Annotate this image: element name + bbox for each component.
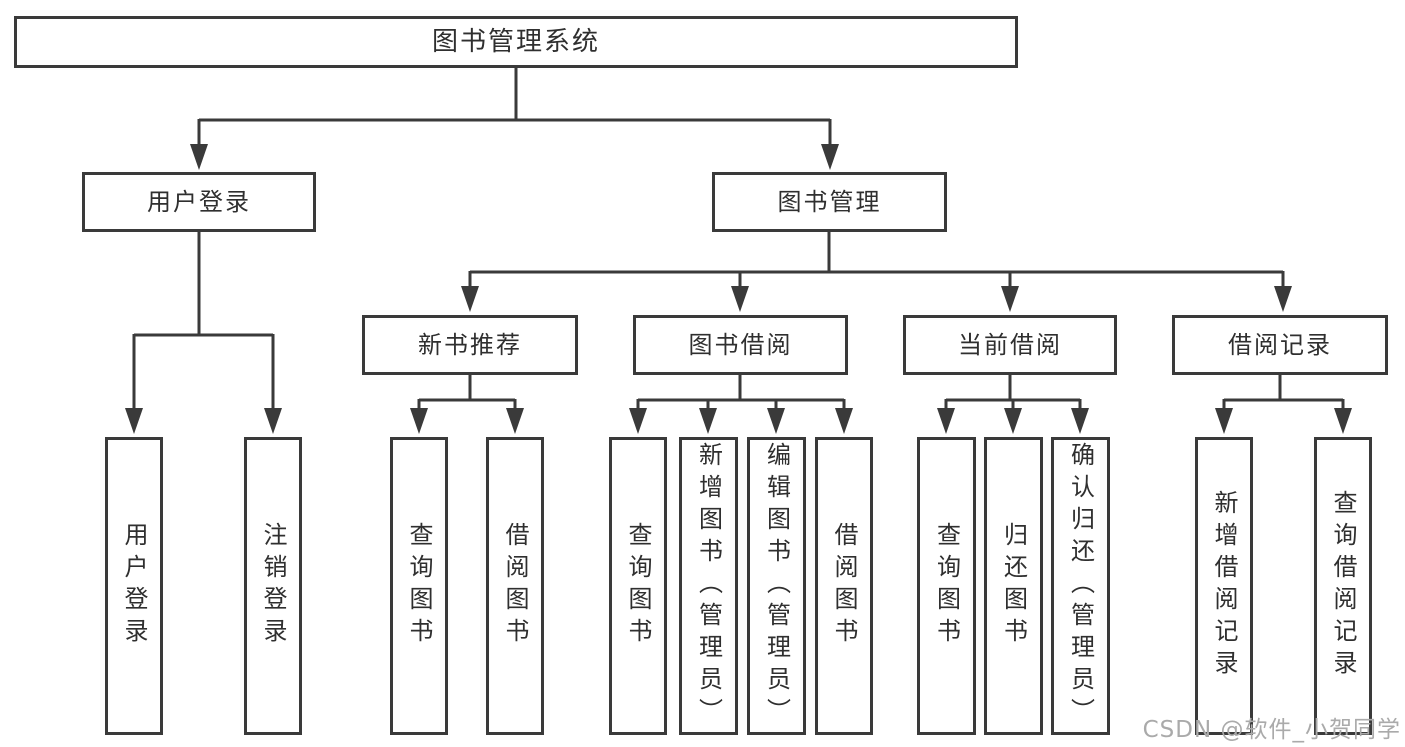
node-query-books-current: 查询图书 xyxy=(917,437,976,735)
node-return-books: 归还图书 xyxy=(984,437,1043,735)
node-query-books-recommend: 查询图书 xyxy=(390,437,448,735)
node-borrowing-records: 借阅记录 xyxy=(1172,315,1388,375)
node-add-books-admin: 新增图书（管理员） xyxy=(679,437,738,735)
node-borrow-books-recommend: 借阅图书 xyxy=(486,437,544,735)
node-edit-books-admin: 编辑图书（管理员） xyxy=(747,437,806,735)
node-query-books-borrowing: 查询图书 xyxy=(609,437,667,735)
node-logout: 注销登录 xyxy=(244,437,302,735)
node-confirm-return-admin: 确认归还（管理员） xyxy=(1051,437,1110,735)
node-add-borrow-record: 新增借阅记录 xyxy=(1195,437,1253,735)
node-new-book-recommendation: 新书推荐 xyxy=(362,315,578,375)
arrowhead-icons xyxy=(125,144,1352,434)
node-book-management: 图书管理 xyxy=(712,172,947,232)
csdn-watermark: CSDN @软件_小贺同学 xyxy=(1142,717,1401,743)
node-user-login-group: 用户登录 xyxy=(82,172,316,232)
node-book-borrowing: 图书借阅 xyxy=(633,315,848,375)
node-borrow-books: 借阅图书 xyxy=(815,437,873,735)
node-query-borrow-record: 查询借阅记录 xyxy=(1314,437,1372,735)
node-user-login: 用户登录 xyxy=(105,437,163,735)
node-current-borrowing: 当前借阅 xyxy=(903,315,1117,375)
node-library-management-system: 图书管理系统 xyxy=(14,16,1018,68)
